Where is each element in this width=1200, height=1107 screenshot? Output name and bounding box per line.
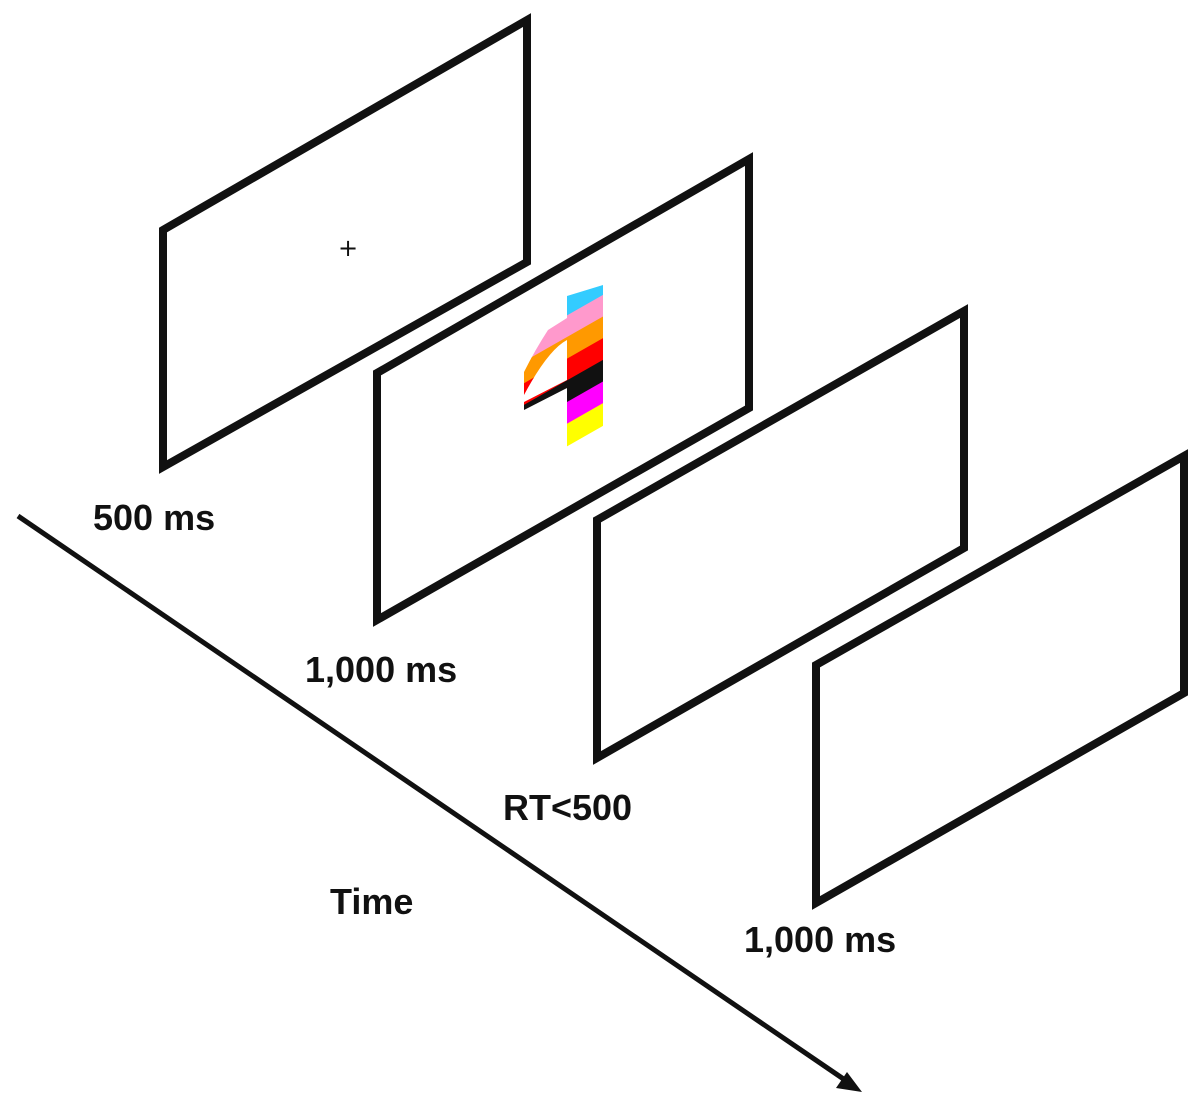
- time-axis-label: Time: [330, 881, 413, 922]
- fixation-cross: +: [338, 234, 358, 262]
- frame-fixation: [159, 13, 531, 474]
- frame-blank: [812, 449, 1188, 910]
- frame-response: [593, 304, 968, 765]
- frame-stimulus-duration: 1,000 ms: [305, 649, 457, 690]
- frame-fixation-duration: 500 ms: [93, 497, 215, 538]
- time-axis-line: [16, 513, 847, 1083]
- frame-response-duration: RT<500: [503, 787, 632, 828]
- frame-blank-duration: 1,000 ms: [744, 919, 896, 960]
- time-axis-arrowhead: [836, 1072, 862, 1092]
- digit-stripe: [524, 289, 603, 368]
